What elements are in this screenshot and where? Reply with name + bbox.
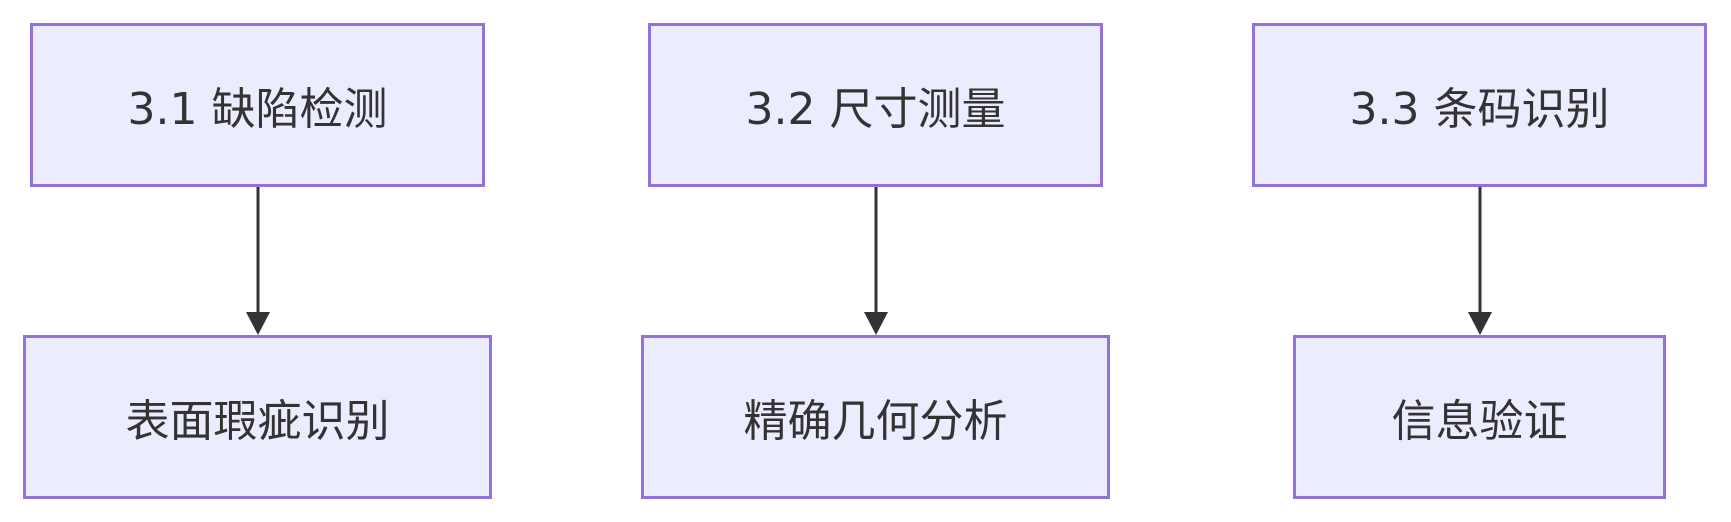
node-label: 3.1 缺陷检测 <box>127 84 388 135</box>
node-label: 精确几何分析 <box>743 396 1008 447</box>
arrowhead-icon <box>246 312 270 335</box>
node-dimension-measurement[interactable]: 3.2 尺寸测量 <box>648 23 1103 187</box>
node-label: 3.2 尺寸测量 <box>745 84 1006 135</box>
node-defect-detection[interactable]: 3.1 缺陷检测 <box>30 23 485 187</box>
node-label: 表面瑕疵识别 <box>125 396 390 447</box>
edge-top-1-to-bot-1 <box>246 187 270 335</box>
node-label: 信息验证 <box>1391 396 1568 447</box>
arrowhead-icon <box>1468 312 1492 335</box>
node-information-verification[interactable]: 信息验证 <box>1293 335 1666 499</box>
arrowhead-icon <box>864 312 888 335</box>
node-label: 3.3 条码识别 <box>1349 84 1610 135</box>
node-surface-flaw-recognition[interactable]: 表面瑕疵识别 <box>23 335 492 499</box>
edge-top-3-to-bot-3 <box>1468 187 1492 335</box>
node-barcode-recognition[interactable]: 3.3 条码识别 <box>1252 23 1707 187</box>
node-precise-geometric-analysis[interactable]: 精确几何分析 <box>641 335 1110 499</box>
edge-top-2-to-bot-2 <box>864 187 888 335</box>
